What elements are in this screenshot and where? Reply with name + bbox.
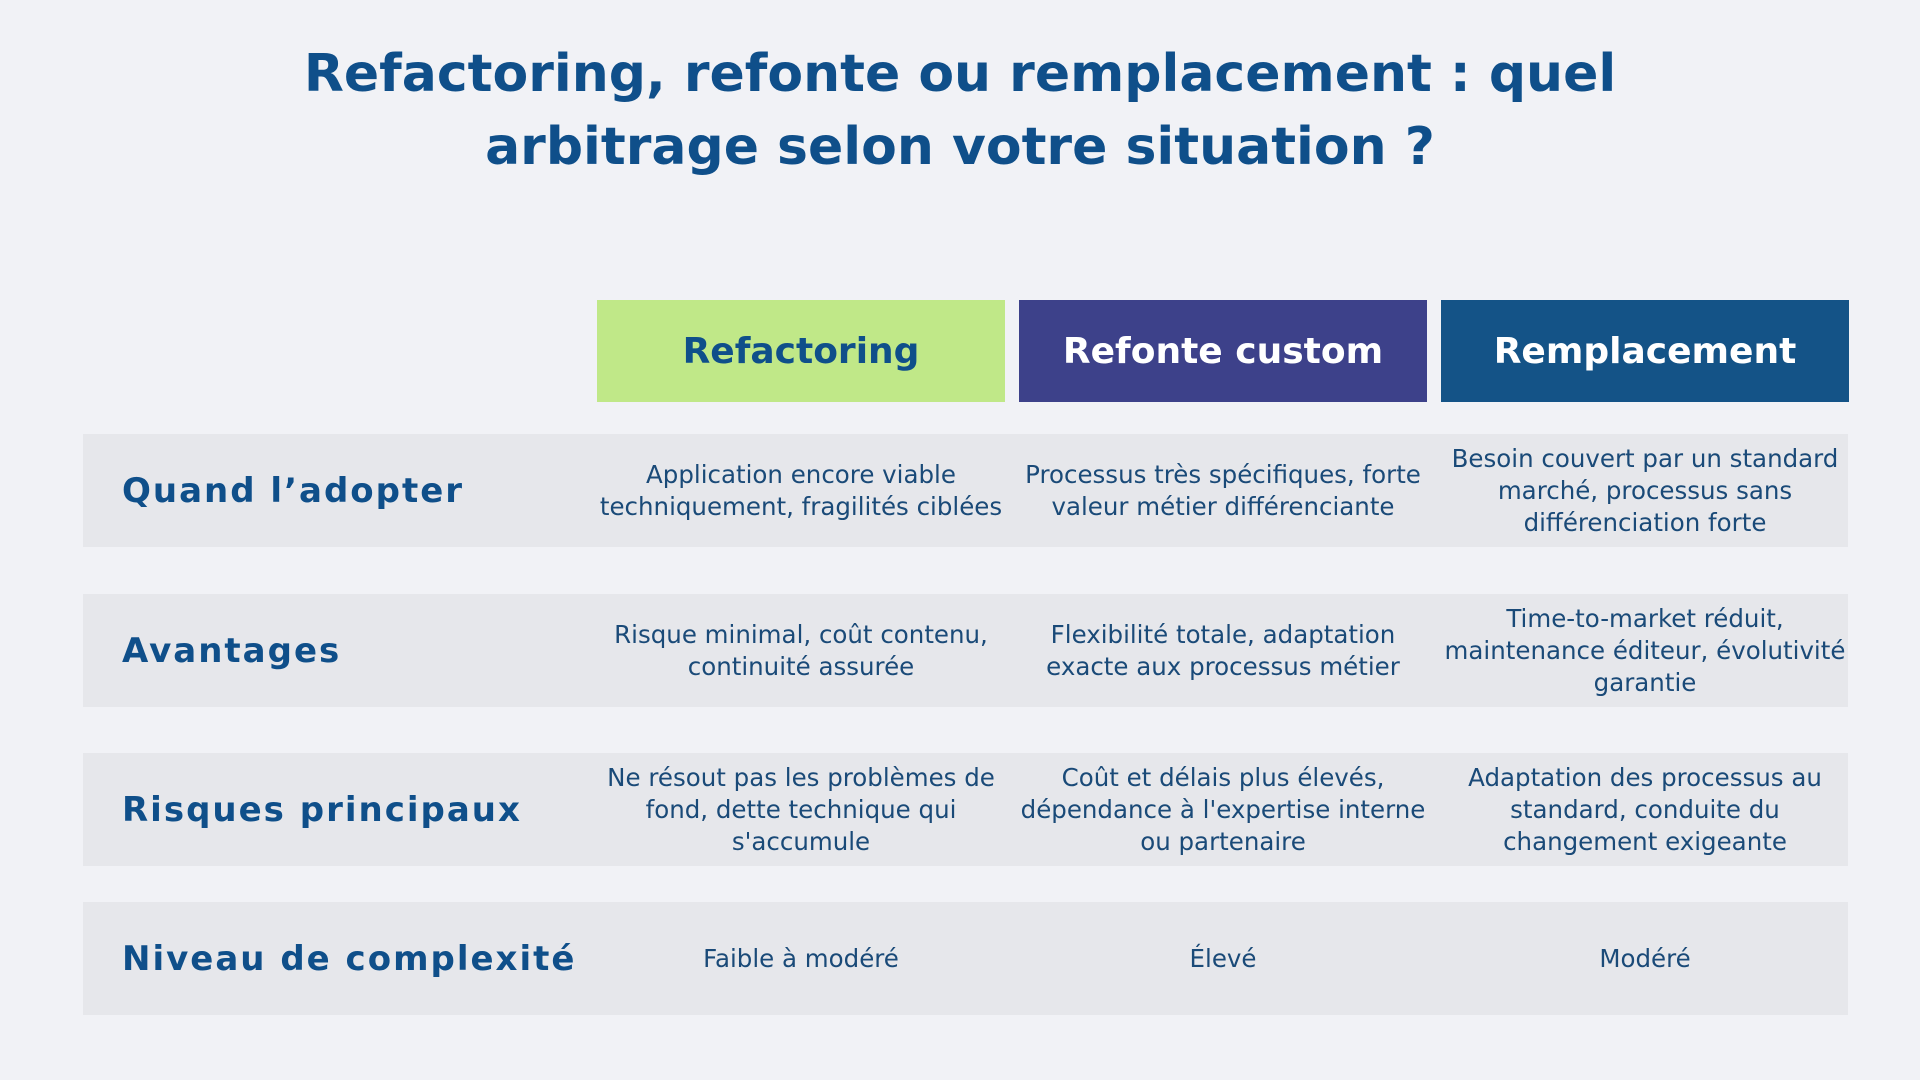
row-avantages: Avantages Risque minimal, coût contenu, … [83,594,1848,707]
row-label: Avantages [122,630,342,671]
cell-refactoring: Faible à modéré [703,943,899,973]
row-quand-adopter: Quand l’adopter Application encore viabl… [83,434,1848,547]
row-risques-principaux: Risques principaux Ne résout pas les pro… [83,753,1848,866]
column-header-refactoring: Refactoring [597,300,1005,402]
cell-refactoring: Risque minimal, coût contenu, continuité… [614,619,988,681]
title-line-2: arbitrage selon votre situation ? [485,117,1435,177]
cell-refactoring: Application encore viable techniquement,… [599,459,1003,521]
row-label: Quand l’adopter [122,470,465,511]
title-line-1: Refactoring, refonte ou remplacement : q… [303,44,1617,104]
cell-refonte-custom: Élevé [1189,943,1257,973]
row-label: Risques principaux [122,789,522,830]
column-header-remplacement: Remplacement [1441,300,1849,402]
cell-remplacement: Besoin couvert par un standard marché, p… [1451,443,1839,537]
row-label: Niveau de complexité [122,938,577,979]
page-title: Refactoring, refonte ou remplacement : q… [0,38,1920,184]
cell-remplacement: Modéré [1599,943,1691,973]
column-header-refonte-custom: Refonte custom [1019,300,1427,402]
cell-refonte-custom: Flexibilité totale, adaptation exacte au… [1046,619,1400,681]
cell-remplacement: Time-to-market réduit, maintenance édite… [1444,603,1846,697]
cell-refactoring: Ne résout pas les problèmes de fond, det… [607,762,995,856]
cell-remplacement: Adaptation des processus au standard, co… [1468,762,1822,856]
cell-refonte-custom: Processus très spécifiques, forte valeur… [1025,459,1421,521]
row-niveau-complexite: Niveau de complexité Faible à modéré Éle… [83,902,1848,1015]
cell-refonte-custom: Coût et délais plus élevés, dépendance à… [1020,762,1426,856]
